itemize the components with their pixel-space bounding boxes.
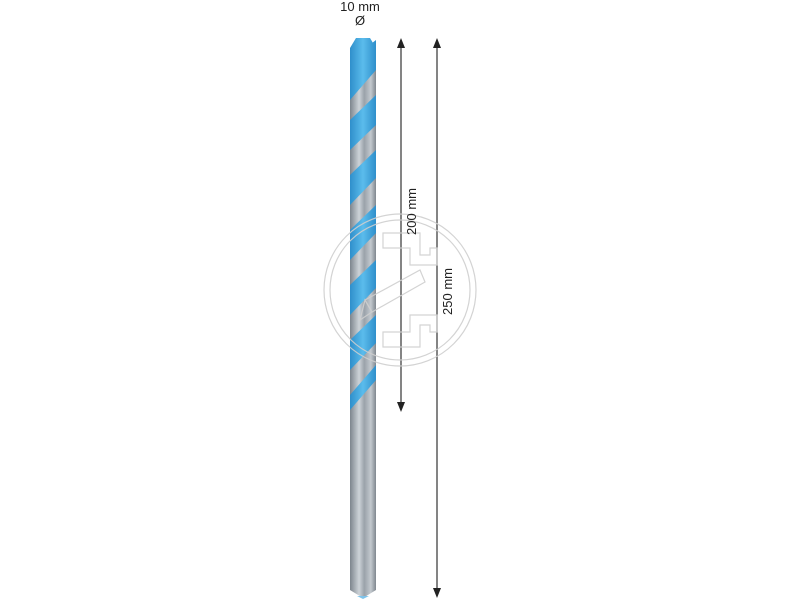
working-length-label: 200 mm [403, 188, 419, 235]
working-length-arrow [397, 38, 405, 412]
diameter-label: 10 mm Ø [330, 0, 390, 28]
diameter-value: 10 mm [340, 0, 380, 14]
drill-bit [350, 38, 376, 599]
drill-flutes [350, 40, 376, 410]
total-length-label: 250 mm [439, 268, 455, 315]
diameter-symbol: Ø [354, 13, 366, 28]
watermark-logo-icon [323, 213, 477, 367]
